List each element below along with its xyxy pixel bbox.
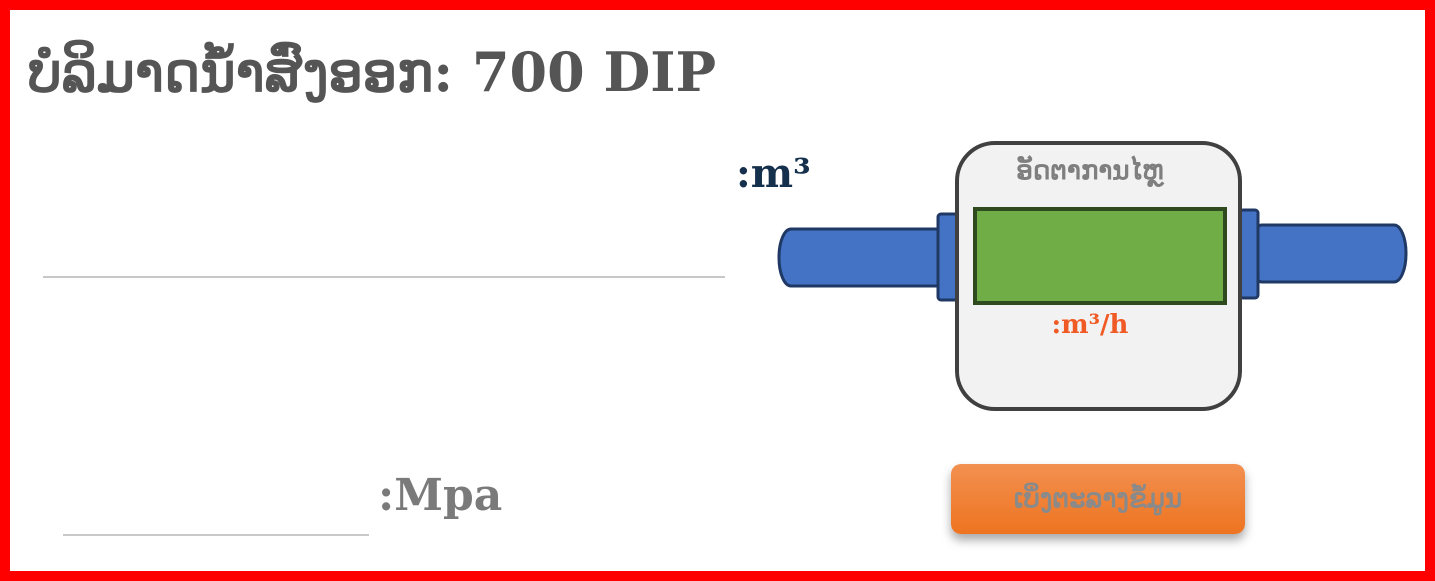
flow-rate-unit: :m³/h: [1051, 310, 1129, 340]
right-flange: [1238, 208, 1260, 300]
meter-display: [973, 207, 1227, 305]
page-title: ບໍລິມາດນ້ຳສົ່ງອອກ: 700 DIP: [28, 40, 717, 104]
pressure-unit-label: :Mpa: [378, 470, 503, 521]
volume-value-field: [43, 276, 725, 278]
left-pipe: [777, 227, 951, 288]
volume-unit-label: :m³: [736, 150, 811, 197]
right-pipe: [1248, 223, 1408, 284]
view-data-table-button[interactable]: ເບິ່ງຕະລາງຂໍ້ມູນ: [951, 464, 1245, 534]
flow-rate-label: ອັດຕາການໄຫຼ: [1016, 156, 1164, 186]
pressure-value-field: [63, 534, 369, 536]
